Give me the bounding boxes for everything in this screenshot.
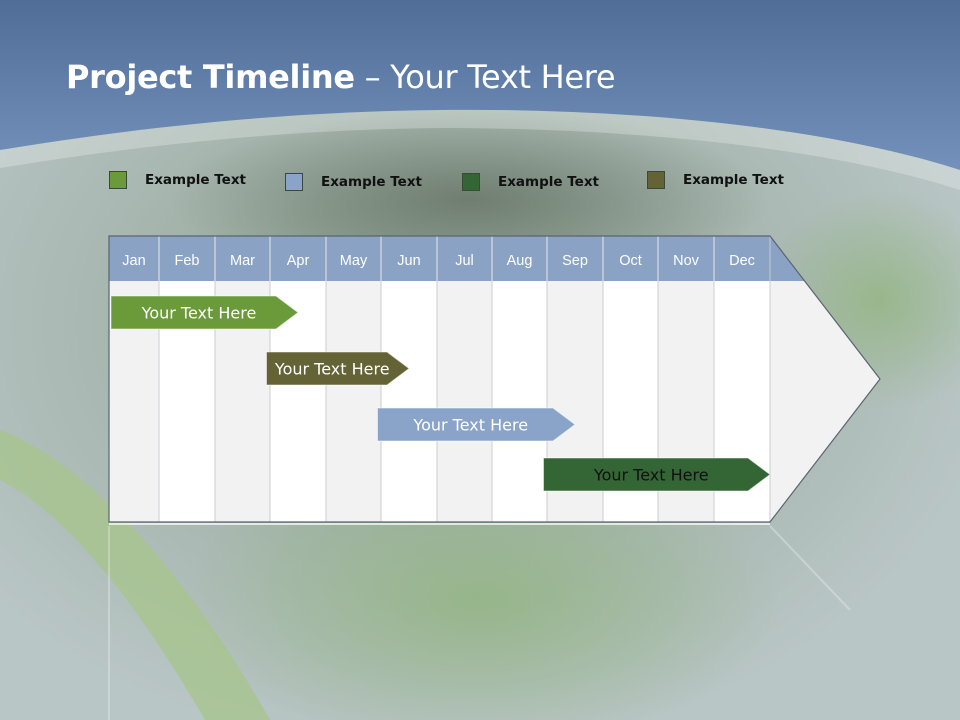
- legend-label-2: Example Text: [321, 174, 422, 190]
- task-label: Your Text Here: [412, 416, 528, 435]
- month-label: Nov: [673, 253, 700, 269]
- legend-swatch-3: [462, 173, 480, 191]
- timeline-reflection: [108, 525, 851, 720]
- task-label: Your Text Here: [274, 360, 390, 379]
- task-bar-1: Your Text Here: [110, 295, 299, 330]
- task-arrow: [110, 295, 299, 330]
- task-label: Your Text Here: [141, 304, 257, 323]
- month-label: Mar: [230, 253, 255, 269]
- month-column: [326, 281, 381, 522]
- month-label: Jul: [455, 253, 474, 269]
- month-header-cell: [381, 236, 437, 281]
- month-label: Feb: [175, 253, 200, 269]
- month-header-cell: [215, 236, 270, 281]
- month-header-cell: [714, 236, 770, 281]
- title-rest: – Your Text Here: [354, 58, 616, 96]
- task-bar-2: Your Text Here: [266, 351, 410, 386]
- legend-label-3: Example Text: [498, 174, 599, 190]
- legend-item-3: Example Text: [462, 172, 599, 192]
- task-arrow: [543, 457, 771, 492]
- legend-swatch-1: [109, 171, 127, 189]
- month-label: May: [340, 253, 368, 269]
- legend-swatch-4: [647, 171, 665, 189]
- task-bar-4: Your Text Here: [543, 457, 771, 492]
- month-header-cell: [547, 236, 603, 281]
- month-label: Sep: [562, 253, 588, 269]
- month-label: Oct: [619, 253, 642, 269]
- month-label: Aug: [507, 253, 533, 269]
- month-header-cell: [658, 236, 714, 281]
- month-header-cell: [159, 236, 215, 281]
- month-column: [492, 281, 547, 522]
- month-label: Dec: [729, 253, 755, 269]
- title-bold: Project Timeline: [66, 58, 355, 96]
- month-header-cell: [270, 236, 326, 281]
- month-label: Apr: [287, 253, 310, 269]
- legend-item-2: Example Text: [285, 172, 422, 192]
- month-header-cell: [437, 236, 492, 281]
- task-label: Your Text Here: [593, 466, 709, 485]
- month-header-cell: [109, 236, 159, 281]
- legend-item-4: Example Text: [647, 170, 784, 190]
- legend-label-1: Example Text: [145, 172, 246, 188]
- task-bar-3: Your Text Here: [377, 407, 576, 442]
- month-label: Jun: [397, 253, 420, 269]
- month-column: [437, 281, 492, 522]
- month-headers: Jan Feb Mar Apr May Jun Jul Aug Sep Oct Nov Dec: [109, 236, 805, 281]
- month-label: Jan: [122, 253, 145, 269]
- month-header-cell: [326, 236, 381, 281]
- legend-swatch-2: [285, 173, 303, 191]
- month-header-cell: [603, 236, 658, 281]
- legend-item-1: Example Text: [109, 170, 246, 190]
- task-arrow: [377, 407, 576, 442]
- page-title: Project Timeline – Your Text Here: [66, 58, 616, 96]
- task-arrow: [266, 351, 410, 386]
- month-column: [381, 281, 437, 522]
- arrow-head: [770, 236, 880, 522]
- legend-label-4: Example Text: [683, 172, 784, 188]
- timeline-outline: [108, 235, 881, 523]
- month-header-cell: [492, 236, 547, 281]
